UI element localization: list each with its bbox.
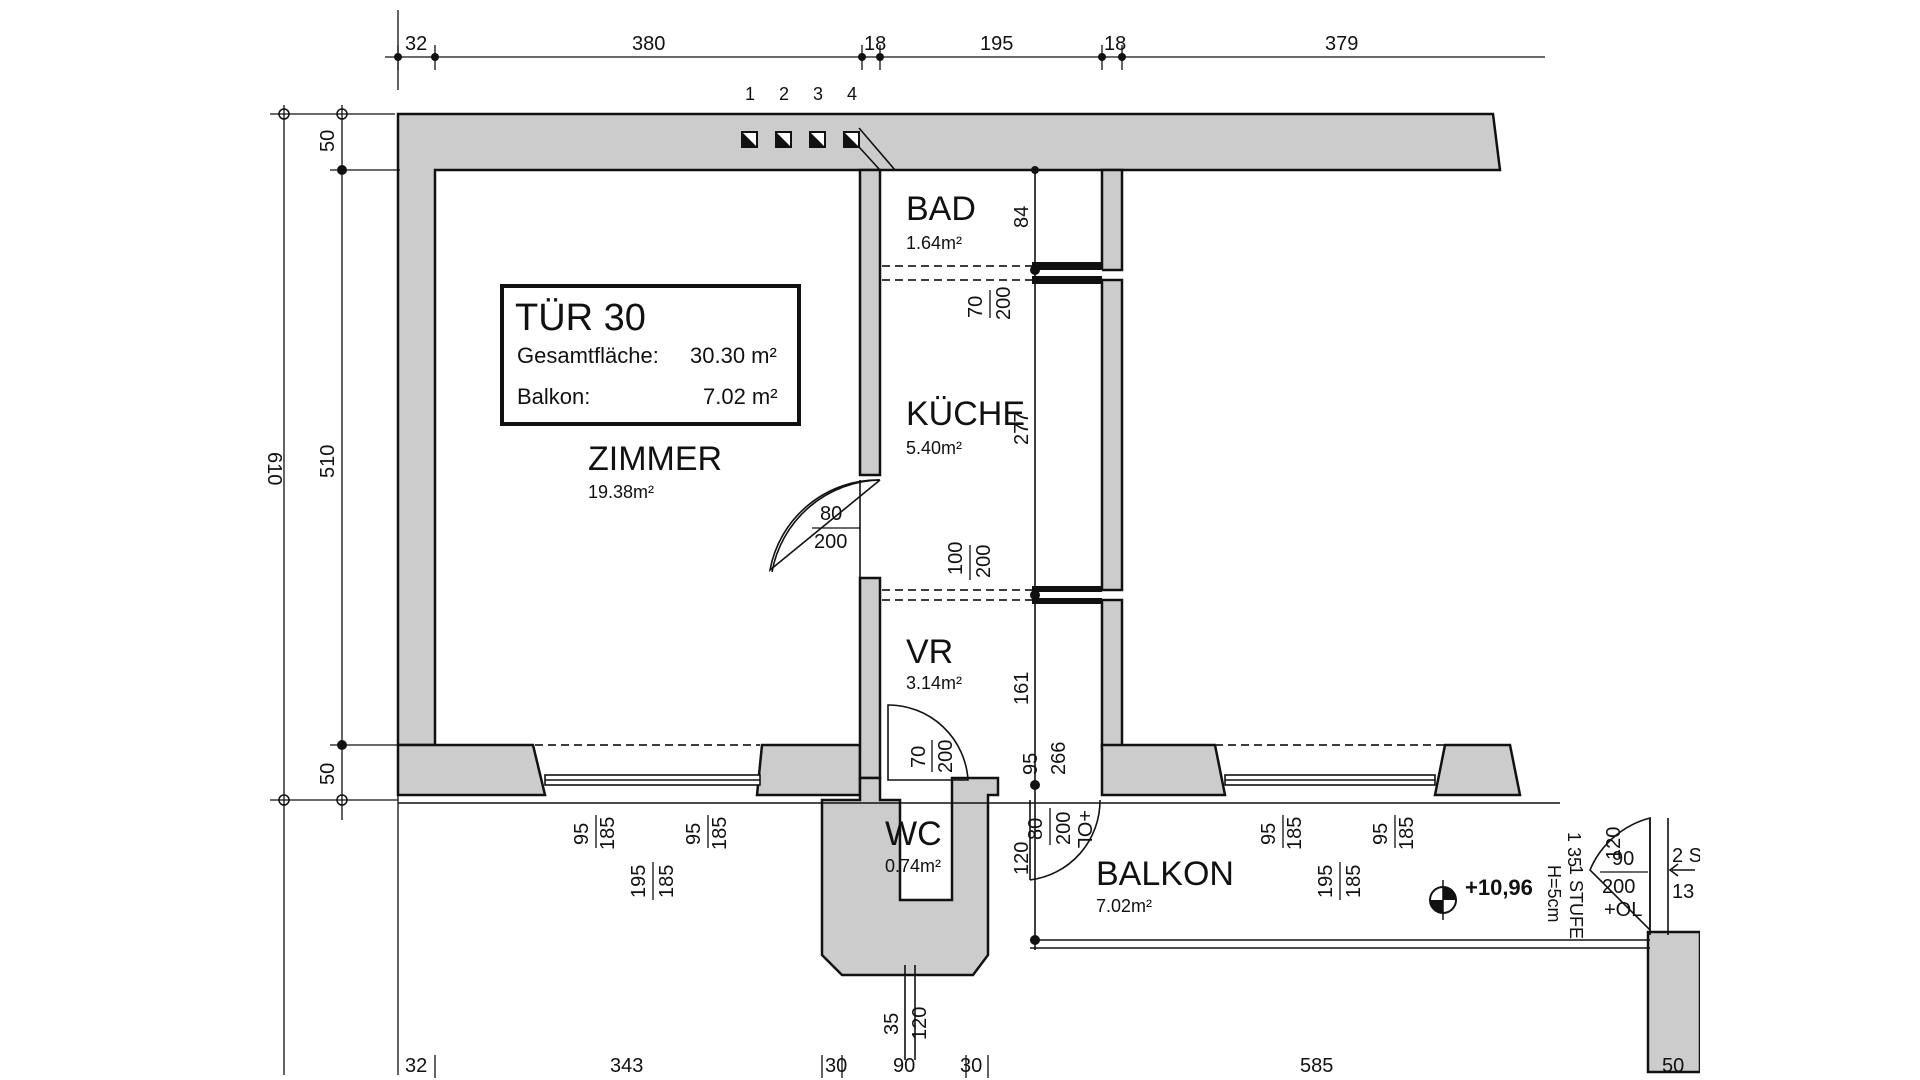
left-dim-50-bottom: 50 xyxy=(317,763,339,785)
wc-bottom-120: 120 xyxy=(909,1007,931,1040)
room-kueche-name: KÜCHE xyxy=(906,395,1025,433)
room-zimmer-name: ZIMMER xyxy=(588,440,722,478)
win-right-b2: 185 xyxy=(1343,865,1365,898)
door-kueche-w: 100 xyxy=(945,542,967,575)
door-balkon-ol: +OL xyxy=(1073,810,1095,848)
left-dim-outer: 610 xyxy=(263,452,285,485)
level-value: +10,96 xyxy=(1465,875,1533,900)
room-balkon-name: BALKON xyxy=(1096,855,1234,893)
wall-bottom-right xyxy=(1100,743,1227,797)
wall-partition-2-low xyxy=(1100,598,1124,752)
bottom-dim-343: 343 xyxy=(610,1055,643,1077)
flue-group xyxy=(741,127,896,171)
room-kueche-area: 5.40m² xyxy=(906,438,962,458)
top-dim-380: 380 xyxy=(632,33,665,55)
door-kueche-h: 200 xyxy=(973,545,995,578)
top-dim-18b: 18 xyxy=(1104,33,1126,55)
door-bad-h: 200 xyxy=(993,287,1015,320)
win-right-a1: 95 xyxy=(1258,823,1280,845)
step-note-1: 1 35 xyxy=(1564,832,1584,867)
win-right-a2: 185 xyxy=(1284,817,1306,850)
win-left-b2: 185 xyxy=(656,865,678,898)
flue-number-3: 3 xyxy=(813,84,823,104)
top-dim-18a: 18 xyxy=(864,33,886,55)
wall-partition-1-lower xyxy=(858,576,882,780)
step-note-3: 1 STUFE xyxy=(1566,865,1586,939)
right-edge-b: 13 xyxy=(1672,881,1694,903)
room-wc-area: 0.74m² xyxy=(885,856,941,876)
win-left-b1: 195 xyxy=(628,865,650,898)
wall-bottom-zimmer-right xyxy=(755,743,862,797)
bottom-dim-30a: 30 xyxy=(825,1055,847,1077)
flue-number-2: 2 xyxy=(779,84,789,104)
dim-kueche-277: 277 xyxy=(1011,412,1033,445)
wall-partition-2 xyxy=(1100,168,1124,272)
dim-vr-95: 95 xyxy=(1020,753,1042,775)
bottom-dim-30b: 30 xyxy=(960,1055,982,1077)
stair-dim-90: 90 xyxy=(1612,848,1634,870)
door-vr-h: 200 xyxy=(935,740,957,773)
wc-bottom-35: 35 xyxy=(881,1013,903,1035)
bottom-dim-ticks xyxy=(434,1055,989,1078)
stair-dim-120: 120 xyxy=(1603,827,1625,860)
left-dim-510: 510 xyxy=(317,445,339,478)
door-balkon-w: 80 xyxy=(1025,818,1047,840)
room-bad-name: BAD xyxy=(906,190,976,228)
dim-bad-84: 84 xyxy=(1011,206,1033,228)
arrow-icon xyxy=(1668,863,1695,877)
room-vr-name: VR xyxy=(906,633,953,671)
wall-wc xyxy=(820,776,1000,977)
level-marker-icon xyxy=(1429,880,1457,920)
title-box-title: TÜR 30 xyxy=(515,297,646,339)
title-box-balcony-label: Balkon: xyxy=(517,384,590,409)
stair-dim-ol: +OL xyxy=(1604,899,1642,921)
title-box-balcony-value: 7.02 m² xyxy=(703,384,778,409)
door-wc-arc xyxy=(887,704,969,781)
top-dim-ticks xyxy=(394,45,1126,70)
top-dim-32: 32 xyxy=(405,33,427,55)
room-wc-name: WC xyxy=(885,815,942,853)
right-edge-a: 2 S xyxy=(1672,845,1702,867)
win-right-a4: 185 xyxy=(1396,817,1418,850)
door-zimmer-h: 200 xyxy=(814,531,847,553)
bottom-dim-585: 585 xyxy=(1300,1055,1333,1077)
door-vr-w: 70 xyxy=(908,746,930,768)
win-left-a2: 185 xyxy=(597,817,619,850)
room-zimmer-area: 19.38m² xyxy=(588,482,654,502)
bottom-dim-90: 90 xyxy=(893,1055,915,1077)
door-balkon-h: 200 xyxy=(1053,812,1075,845)
wall-partition-1 xyxy=(858,168,882,477)
door-zimmer-w: 80 xyxy=(820,503,842,525)
dim-vr-161: 161 xyxy=(1011,672,1033,705)
left-dim-50-top: 50 xyxy=(317,130,339,152)
title-box-total-label: Gesamtfläche: xyxy=(517,343,659,368)
flue-number-1: 1 xyxy=(745,84,755,104)
dim-wc-120: 120 xyxy=(1011,842,1033,875)
dim-vr-266: 266 xyxy=(1048,742,1070,775)
win-left-a3: 95 xyxy=(683,823,705,845)
bottom-dim-32: 32 xyxy=(405,1055,427,1077)
win-right-b1: 195 xyxy=(1315,865,1337,898)
room-balkon-area: 7.02m² xyxy=(1096,896,1152,916)
win-left-a4: 185 xyxy=(709,817,731,850)
door-bad-w: 70 xyxy=(965,296,987,318)
wall-bottom-right-2 xyxy=(1433,743,1522,797)
room-bad-area: 1.64m² xyxy=(906,233,962,253)
top-dim-379: 379 xyxy=(1325,33,1358,55)
wall-partition-2-mid xyxy=(1100,278,1124,592)
win-left-a1: 95 xyxy=(571,823,593,845)
flue-number-4: 4 xyxy=(847,84,857,104)
wall-neighbour-right xyxy=(1646,930,1702,1074)
top-dim-195: 195 xyxy=(980,33,1013,55)
room-vr-area: 3.14m² xyxy=(906,673,962,693)
title-box xyxy=(500,284,801,426)
stair-dim-200: 200 xyxy=(1602,876,1635,898)
step-note-2: H=5cm xyxy=(1544,865,1564,923)
wall-bottom-left xyxy=(396,743,547,797)
win-right-a3: 95 xyxy=(1370,823,1392,845)
door-balkon-arc xyxy=(1029,799,1101,881)
title-box-total-value: 30.30 m² xyxy=(690,343,777,368)
bottom-dim-50: 50 xyxy=(1662,1055,1684,1077)
